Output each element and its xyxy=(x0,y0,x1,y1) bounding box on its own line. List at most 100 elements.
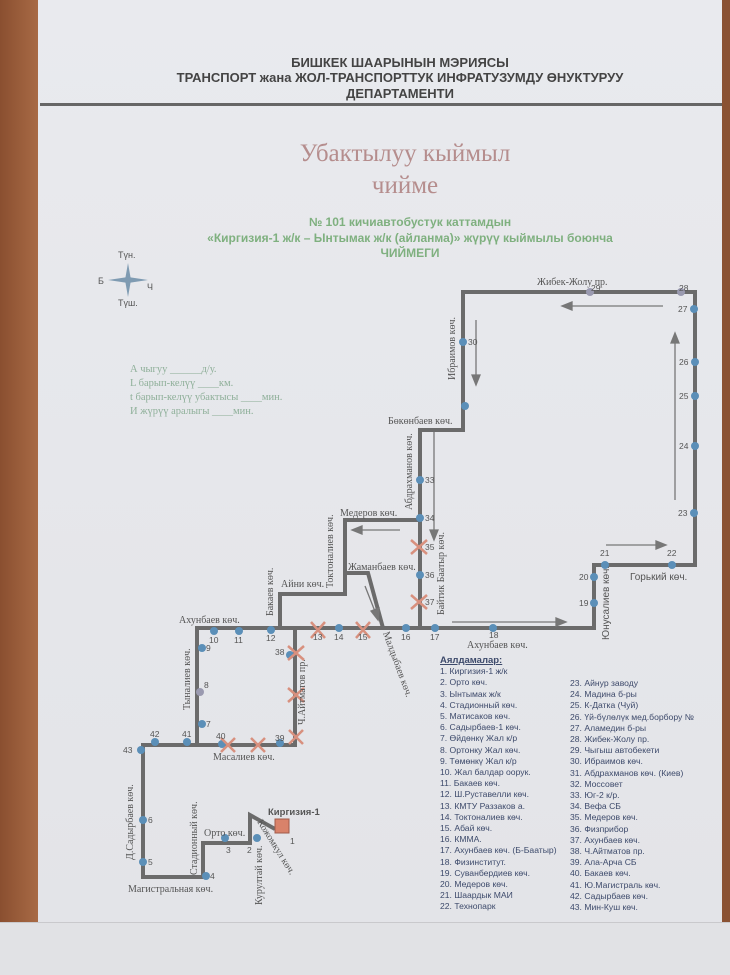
closed-x-icon xyxy=(355,621,371,639)
stop-36[interactable] xyxy=(416,571,424,579)
stop-33[interactable] xyxy=(416,476,424,484)
stop-41[interactable] xyxy=(183,738,191,746)
stop-number: 27 xyxy=(678,304,688,314)
legend-stop-item: 30. Ибраимов көч. xyxy=(570,756,643,767)
legend-stop-item: 37. Ахунбаев көч. xyxy=(570,834,641,845)
stop-number: 1 xyxy=(290,836,295,846)
stop-number: 9 xyxy=(206,643,211,653)
stop-27[interactable] xyxy=(690,305,698,313)
param-vehicles: А чыгуу ______д/у. xyxy=(130,364,217,375)
street-label: Ибраимов көч. xyxy=(447,317,458,380)
legend-stop-item: 13. КМТУ Раззаков а. xyxy=(440,800,526,811)
stop-number: 14 xyxy=(334,632,344,642)
title-line-1: Убактылуу кыймыл xyxy=(299,140,511,167)
legend-stop-item: 34. Вефа СБ xyxy=(570,801,621,812)
stop-numbers: 1 2 3 4 5 6 7 8 9 10 11 12 13 14 15 16 1… xyxy=(123,283,689,881)
stop-18[interactable] xyxy=(489,624,497,632)
street-label: Абдрахманов көч. xyxy=(404,433,415,510)
legend-stop-item: 15. Абай көч. xyxy=(440,823,493,834)
stop-17[interactable] xyxy=(431,624,439,632)
stop-4[interactable] xyxy=(202,872,210,880)
stop-number: 7 xyxy=(206,719,211,729)
stop-43[interactable] xyxy=(137,746,145,754)
legend-stop-item: 38. Ч.Айтматов пр. xyxy=(570,846,645,857)
stop-24[interactable] xyxy=(691,442,699,450)
street-label: Ахунбаев көч. xyxy=(179,615,240,626)
legend-stop-item: 11. Бакаев көч. xyxy=(440,778,500,789)
stop-number: 19 xyxy=(579,598,589,608)
stop-number: 6 xyxy=(148,815,153,825)
compass-west: Б xyxy=(98,276,104,286)
legend-stop-item: 35. Медеров көч. xyxy=(570,812,638,823)
stop-6[interactable] xyxy=(139,816,147,824)
stop-number: 10 xyxy=(209,635,219,645)
stop-9[interactable] xyxy=(198,644,206,652)
subtitle-line-1: № 101 кичиавтобустук каттамдын xyxy=(308,215,512,229)
stop-5[interactable] xyxy=(139,858,147,866)
stop-number: 11 xyxy=(234,635,243,645)
legend-stop-item: 17. Ахунбаев көч. (Б-Баатыр) xyxy=(440,845,557,856)
stop-19[interactable] xyxy=(590,599,598,607)
stop-number: 8 xyxy=(204,680,209,690)
stop-25[interactable] xyxy=(691,392,699,400)
stop-number: 20 xyxy=(579,572,589,582)
stop-2[interactable] xyxy=(253,834,261,842)
stop-22[interactable] xyxy=(668,561,676,569)
stop-3[interactable] xyxy=(221,834,229,842)
stop-26[interactable] xyxy=(691,358,699,366)
closed-x-icon xyxy=(288,729,304,745)
stop-number: 21 xyxy=(600,548,610,558)
stop-39[interactable] xyxy=(276,739,284,747)
legend-stop-item: 39. Ала-Арча СБ xyxy=(570,857,637,868)
compass-north: Түн. xyxy=(118,250,135,260)
stop-11[interactable] xyxy=(235,627,243,635)
street-label: Стадионный көч. xyxy=(189,801,200,875)
stop-20[interactable] xyxy=(590,573,598,581)
stop-number: 36 xyxy=(425,570,435,580)
legend-stop-item: 22. Технопарк xyxy=(440,901,496,912)
stop-number: 29 xyxy=(591,283,601,293)
street-label: Бакаев көч. xyxy=(265,568,276,616)
legend-stop-item: 18. Физинститут. xyxy=(440,856,506,867)
header-divider xyxy=(40,103,722,106)
street-label: Д.Садырбаев көч. xyxy=(125,784,136,860)
stop-28[interactable] xyxy=(677,288,685,296)
stop-30[interactable] xyxy=(459,338,467,346)
compass-east: Ч xyxy=(147,282,153,292)
stop-12[interactable] xyxy=(267,626,275,634)
stop-number: 24 xyxy=(679,441,689,451)
legend-stop-item: 19. Суванбердиев көч. xyxy=(440,867,530,878)
stop-7[interactable] xyxy=(198,720,206,728)
street-label: Курултай көч. xyxy=(254,845,265,905)
stop-number: 15 xyxy=(358,632,368,642)
stop-8[interactable] xyxy=(196,688,204,696)
legend-stop-item: 3. Ынтымак ж/к xyxy=(440,688,501,699)
stop-21[interactable] xyxy=(601,561,609,569)
compass-icon xyxy=(108,263,148,297)
legend-stop-item: 28. Жибек-Жолу пр. xyxy=(570,734,650,745)
stop-34[interactable] xyxy=(416,514,424,522)
street-label: Магистральная көч. xyxy=(128,884,213,895)
stop-29[interactable] xyxy=(586,288,594,296)
legend-stop-item: 42. Садырбаев көч. xyxy=(570,890,649,901)
street-label: Ахунбаев көч. xyxy=(467,640,528,651)
legend-stop-item: 9. Төмөнкү Жал к/р xyxy=(440,755,517,766)
street-label: Тыналиев көч. xyxy=(182,648,193,710)
stop-unnumbered[interactable] xyxy=(461,402,469,410)
stop-23[interactable] xyxy=(690,509,698,517)
stop-number: 4 xyxy=(210,871,215,881)
stop-number: 16 xyxy=(401,632,411,642)
stop-14[interactable] xyxy=(335,624,343,632)
stop-10[interactable] xyxy=(210,627,218,635)
closed-x-icon xyxy=(410,594,428,610)
stop-number: 25 xyxy=(679,391,689,401)
stop-16[interactable] xyxy=(402,624,410,632)
kirgizia-1-depot xyxy=(274,818,290,834)
legend-stop-item: 25. К-Датка (Чуй) xyxy=(570,700,639,711)
street-label: Жибек-Жолу пр. xyxy=(537,277,608,288)
stop-number: 37 xyxy=(425,597,435,607)
legend-stop-item: 20. Медеров көч. xyxy=(440,879,508,890)
closed-x-icon xyxy=(287,645,305,661)
stop-number: 28 xyxy=(679,283,689,293)
stop-42[interactable] xyxy=(151,738,159,746)
